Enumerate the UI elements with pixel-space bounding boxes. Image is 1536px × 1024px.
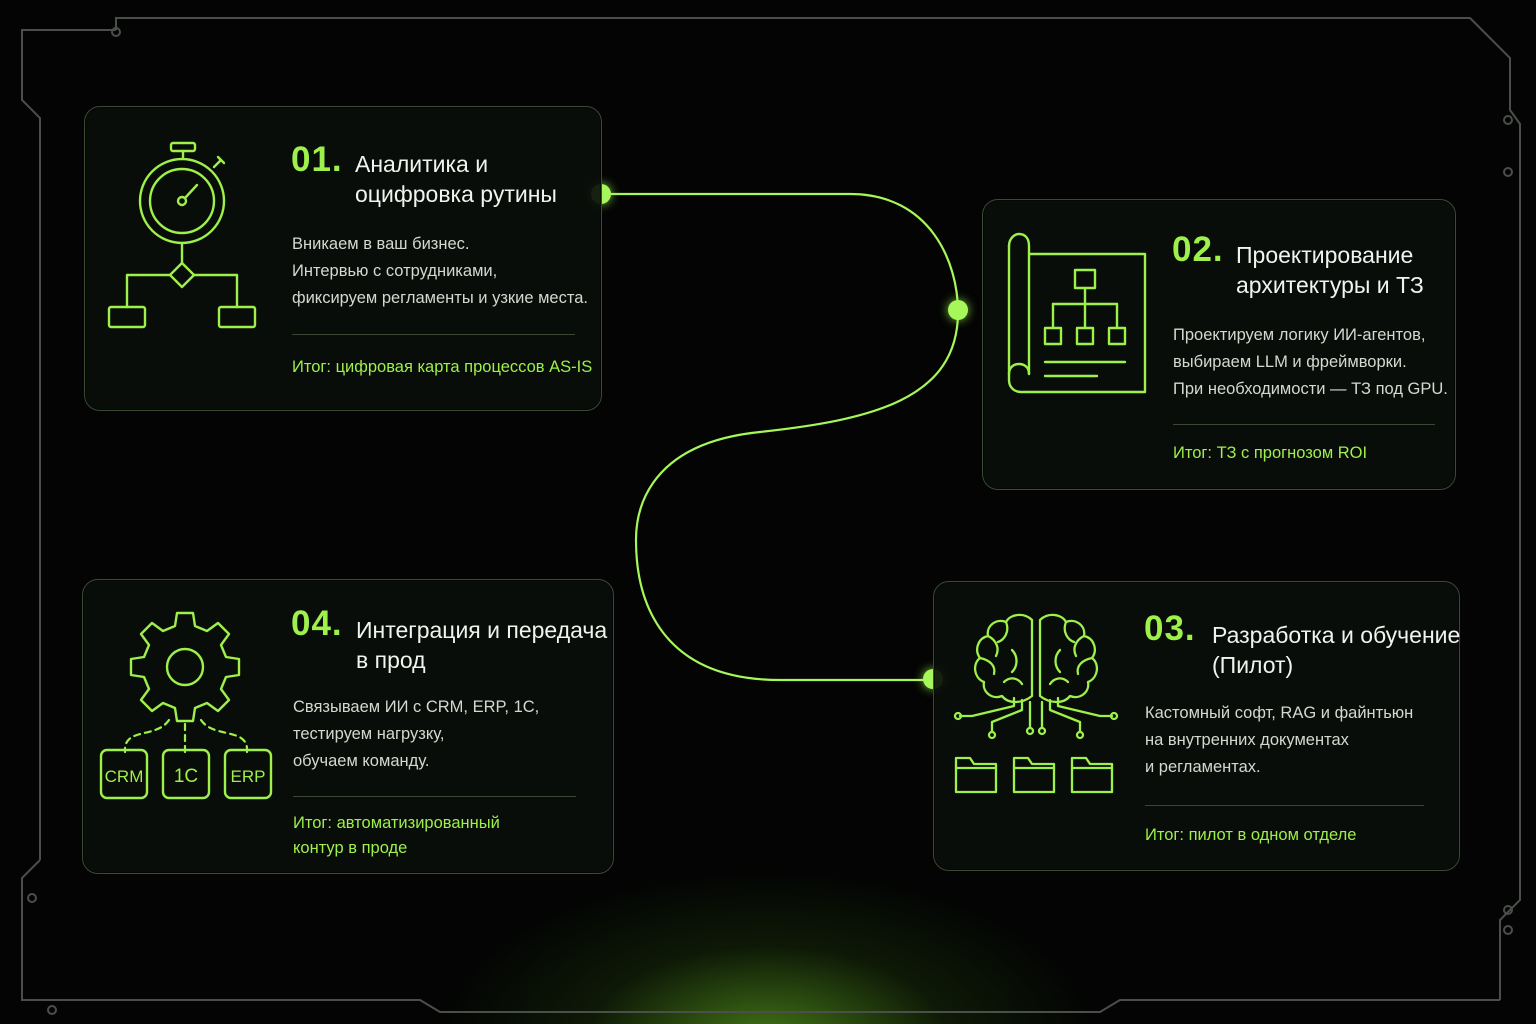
connector-node-2 [948,300,968,320]
step-number: 01. [291,140,343,179]
step-title: Разработка и обучение (Пилот) [1212,622,1461,678]
step-card-04: CRM 1С ERP 04. Интеграция и передача в п… [82,579,614,874]
step-description: Кастомный софт, RAG и файнтьюн на внутре… [1145,704,1414,776]
connector-path [601,192,960,682]
divider [292,334,575,335]
step-card-03: 03. Разработка и обучение (Пилот) Кастом… [933,581,1460,871]
brain-folders-icon [953,613,1119,794]
step-result: Итог: ТЗ с прогнозом ROI [1173,444,1368,462]
step-result: Итог: пилот в одном отделе [1145,826,1357,844]
stopwatch-flowchart-icon [107,141,257,329]
divider [293,796,576,797]
gear-systems-icon: CRM 1С ERP [99,611,273,800]
step-title: Аналитика и оцифровка рутины [355,151,557,207]
step-card-01: 01. Аналитика и оцифровка рутины Вникаем… [84,106,602,411]
step-result: Итог: цифровая карта процессов AS-IS [292,358,593,376]
step-title: Интеграция и передача в прод [356,617,608,673]
step-title: Проектирование архитектуры и ТЗ [1236,242,1424,298]
step-number: 03. [1144,609,1196,648]
step-description: Вникаем в ваш бизнес. Интервью с сотрудн… [292,235,588,307]
step-number: 02. [1172,230,1224,269]
divider [1145,805,1424,806]
1c-label: 1С [174,766,198,787]
crm-label: CRM [105,767,144,786]
erp-label: ERP [231,767,266,786]
step-description: Проектируем логику ИИ-агентов, выбираем … [1173,326,1448,398]
divider [1173,424,1435,425]
step-result: Итог: автоматизированный контур в проде [293,814,500,857]
step-card-02: 02. Проектирование архитектуры и ТЗ Прое… [982,199,1456,490]
blueprint-hierarchy-icon [1007,232,1147,394]
step-description: Связываем ИИ с CRM, ERP, 1С, тестируем н… [293,698,540,770]
step-number: 04. [291,604,343,643]
